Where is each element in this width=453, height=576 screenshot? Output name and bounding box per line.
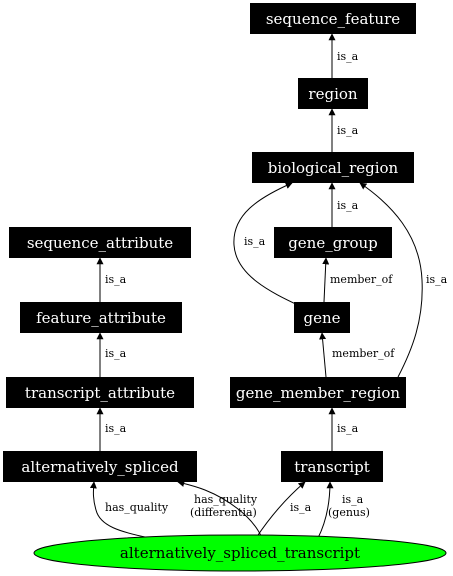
node-alternatively-spliced-transcript: alternatively_spliced_transcript	[33, 534, 447, 572]
edge-label-gene-gene-group: member_of	[330, 273, 393, 286]
edge-gene-biological-region	[233, 182, 301, 307]
edge-label-gene-group-biological-region: is_a	[337, 199, 359, 212]
svg-text:gene: gene	[303, 309, 340, 327]
svg-text:region: region	[308, 85, 357, 103]
edge-label-alternatively-spliced-transcript-attribute: is_a	[105, 422, 127, 435]
node-biological-region: biological_region	[252, 152, 414, 183]
edge-label-ast-differentia-line1: has_quality	[194, 493, 258, 506]
nodes: sequence_feature region biological_regio…	[3, 3, 447, 572]
edge-ast-alternatively-spliced-quality	[89, 481, 151, 539]
svg-text:gene_group: gene_group	[288, 234, 378, 252]
edge-gene-gene-group	[322, 257, 330, 303]
svg-text:feature_attribute: feature_attribute	[36, 309, 166, 327]
edge-label-ast-genus-line2: (genus)	[328, 506, 370, 519]
edge-label-ast-differentia-line2: (differentia)	[190, 506, 257, 519]
edge-label-transcript-gene-member-region: is_a	[337, 422, 359, 435]
svg-text:alternatively_spliced: alternatively_spliced	[21, 458, 179, 476]
svg-text:transcript: transcript	[294, 458, 370, 476]
edge-label-ast-genus-line1: is_a	[342, 493, 364, 506]
svg-text:transcript_attribute: transcript_attribute	[25, 384, 175, 402]
node-sequence-attribute: sequence_attribute	[9, 227, 191, 258]
svg-text:biological_region: biological_region	[268, 159, 399, 177]
node-feature-attribute: feature_attribute	[20, 302, 182, 333]
edge-label-transcript-attribute-feature-attribute: is_a	[105, 347, 127, 360]
node-transcript-attribute: transcript_attribute	[6, 377, 194, 408]
edge-label-region-sequence-feature: is_a	[337, 50, 359, 63]
node-region: region	[298, 78, 368, 109]
edge-label-ast-quality: has_quality	[105, 501, 169, 514]
svg-text:sequence_feature: sequence_feature	[266, 10, 400, 28]
edge-label-ast-transcript-is-a: is_a	[290, 501, 312, 514]
node-gene-group: gene_group	[274, 227, 392, 258]
edge-gene-member-region-gene	[319, 332, 327, 378]
edge-gene-member-region-biological-region	[359, 182, 423, 378]
edges: is_a is_a is_a is_a member_of is_a membe…	[89, 33, 448, 539]
svg-text:gene_member_region: gene_member_region	[236, 384, 400, 402]
node-gene: gene	[294, 302, 350, 333]
node-alternatively-spliced: alternatively_spliced	[3, 451, 197, 482]
node-sequence-feature: sequence_feature	[250, 3, 416, 34]
node-transcript: transcript	[281, 451, 383, 482]
node-gene-member-region: gene_member_region	[230, 377, 406, 408]
edge-label-gene-member-region-biological-region: is_a	[426, 273, 448, 286]
edge-ast-alternatively-spliced-differentia	[177, 480, 263, 539]
edge-label-feature-attribute-sequence-attribute: is_a	[105, 273, 127, 286]
edge-label-gene-member-region-gene: member_of	[332, 347, 395, 360]
edge-ast-transcript-is-a	[255, 481, 306, 539]
edge-label-biological-region-region: is_a	[337, 124, 359, 137]
edge-ast-transcript-genus	[317, 481, 334, 539]
edge-label-gene-biological-region: is_a	[244, 235, 266, 248]
svg-text:alternatively_spliced_transcri: alternatively_spliced_transcript	[120, 544, 360, 562]
svg-text:sequence_attribute: sequence_attribute	[27, 234, 173, 252]
